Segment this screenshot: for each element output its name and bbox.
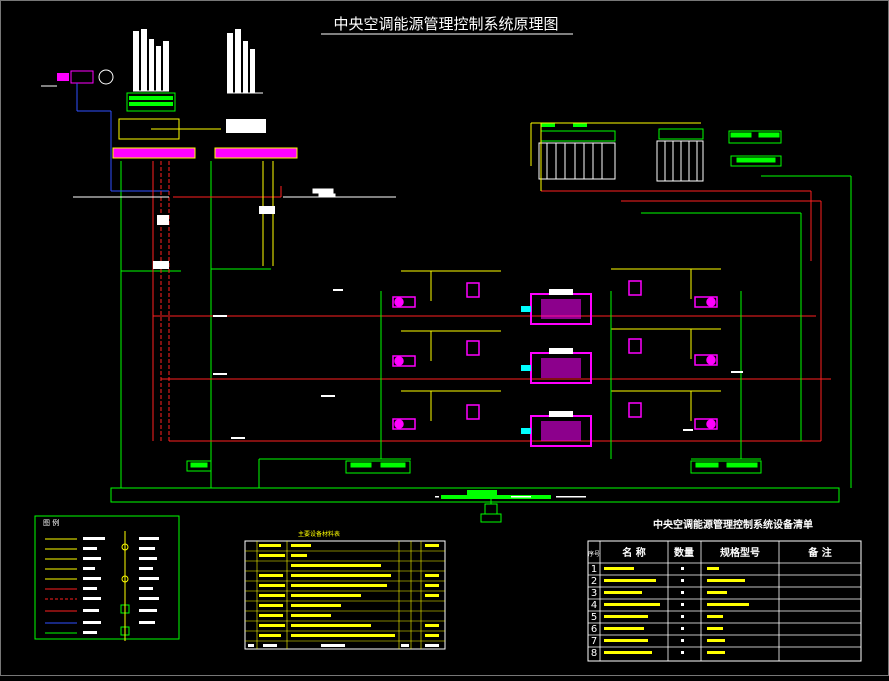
- material-table-title: 主要设备材料表: [298, 530, 340, 538]
- motor-icon: [41, 69, 169, 192]
- material-table: 主要设备材料表: [244, 530, 446, 650]
- chiller-1: [521, 289, 592, 325]
- distribution-cabinet-2: [214, 29, 298, 159]
- row-number: 3: [591, 588, 597, 599]
- col-name-header: 名 称: [622, 546, 645, 559]
- pump-right-3: [628, 402, 718, 430]
- row-number: 7: [591, 636, 597, 647]
- col-qty-header: 数量: [674, 546, 694, 559]
- bus-label-bar: [441, 495, 551, 499]
- pump-right-1: [628, 280, 718, 308]
- row-number: 6: [591, 624, 597, 635]
- pump-left-3: [392, 404, 480, 430]
- cooling-tower-group-1: [538, 123, 616, 180]
- annotation-marks: [153, 206, 743, 439]
- equipment-list: 中央空调能源管理控制系统设备清单 序号 名 称 数量 规格型号 备 注 1234…: [587, 518, 862, 662]
- row-number: 5: [591, 612, 597, 623]
- pump-right-2: [628, 338, 718, 366]
- col-remark-header: 备 注: [807, 546, 831, 559]
- drawing-title: 中央空调能源管理控制系统原理图: [333, 15, 558, 33]
- pump-left-2: [392, 340, 480, 367]
- controller-right: [690, 460, 762, 474]
- col-model-header: 规格型号: [720, 546, 760, 559]
- row-number: 4: [591, 600, 597, 611]
- bus-label-bar: [467, 490, 497, 495]
- distribution-cabinet-1: [112, 29, 196, 159]
- row-number: 2: [591, 576, 597, 587]
- green-cables: [346, 291, 761, 460]
- cooling-tower-group-2: [656, 128, 704, 182]
- cooling-tower-controller: [728, 130, 782, 167]
- signal-lines: [151, 123, 721, 421]
- cooling-pipes: [530, 122, 822, 441]
- controller-mid: [345, 460, 411, 474]
- legend-box: 图 例: [34, 515, 180, 641]
- red-pipes: [152, 161, 831, 442]
- row-number: 1: [591, 564, 597, 575]
- chiller-3: [521, 411, 592, 447]
- bus-text-strips: [435, 496, 586, 498]
- white-pipe: [73, 188, 396, 198]
- chiller-2: [521, 348, 592, 384]
- pump-left-1: [392, 282, 480, 308]
- equipment-list-title: 中央空调能源管理控制系统设备清单: [653, 518, 813, 531]
- legend-title: 图 例: [43, 518, 59, 527]
- col-seq-header: 序号: [588, 550, 600, 558]
- controller-left: [186, 460, 212, 472]
- network-switch: [480, 499, 502, 523]
- row-number: 8: [591, 648, 597, 659]
